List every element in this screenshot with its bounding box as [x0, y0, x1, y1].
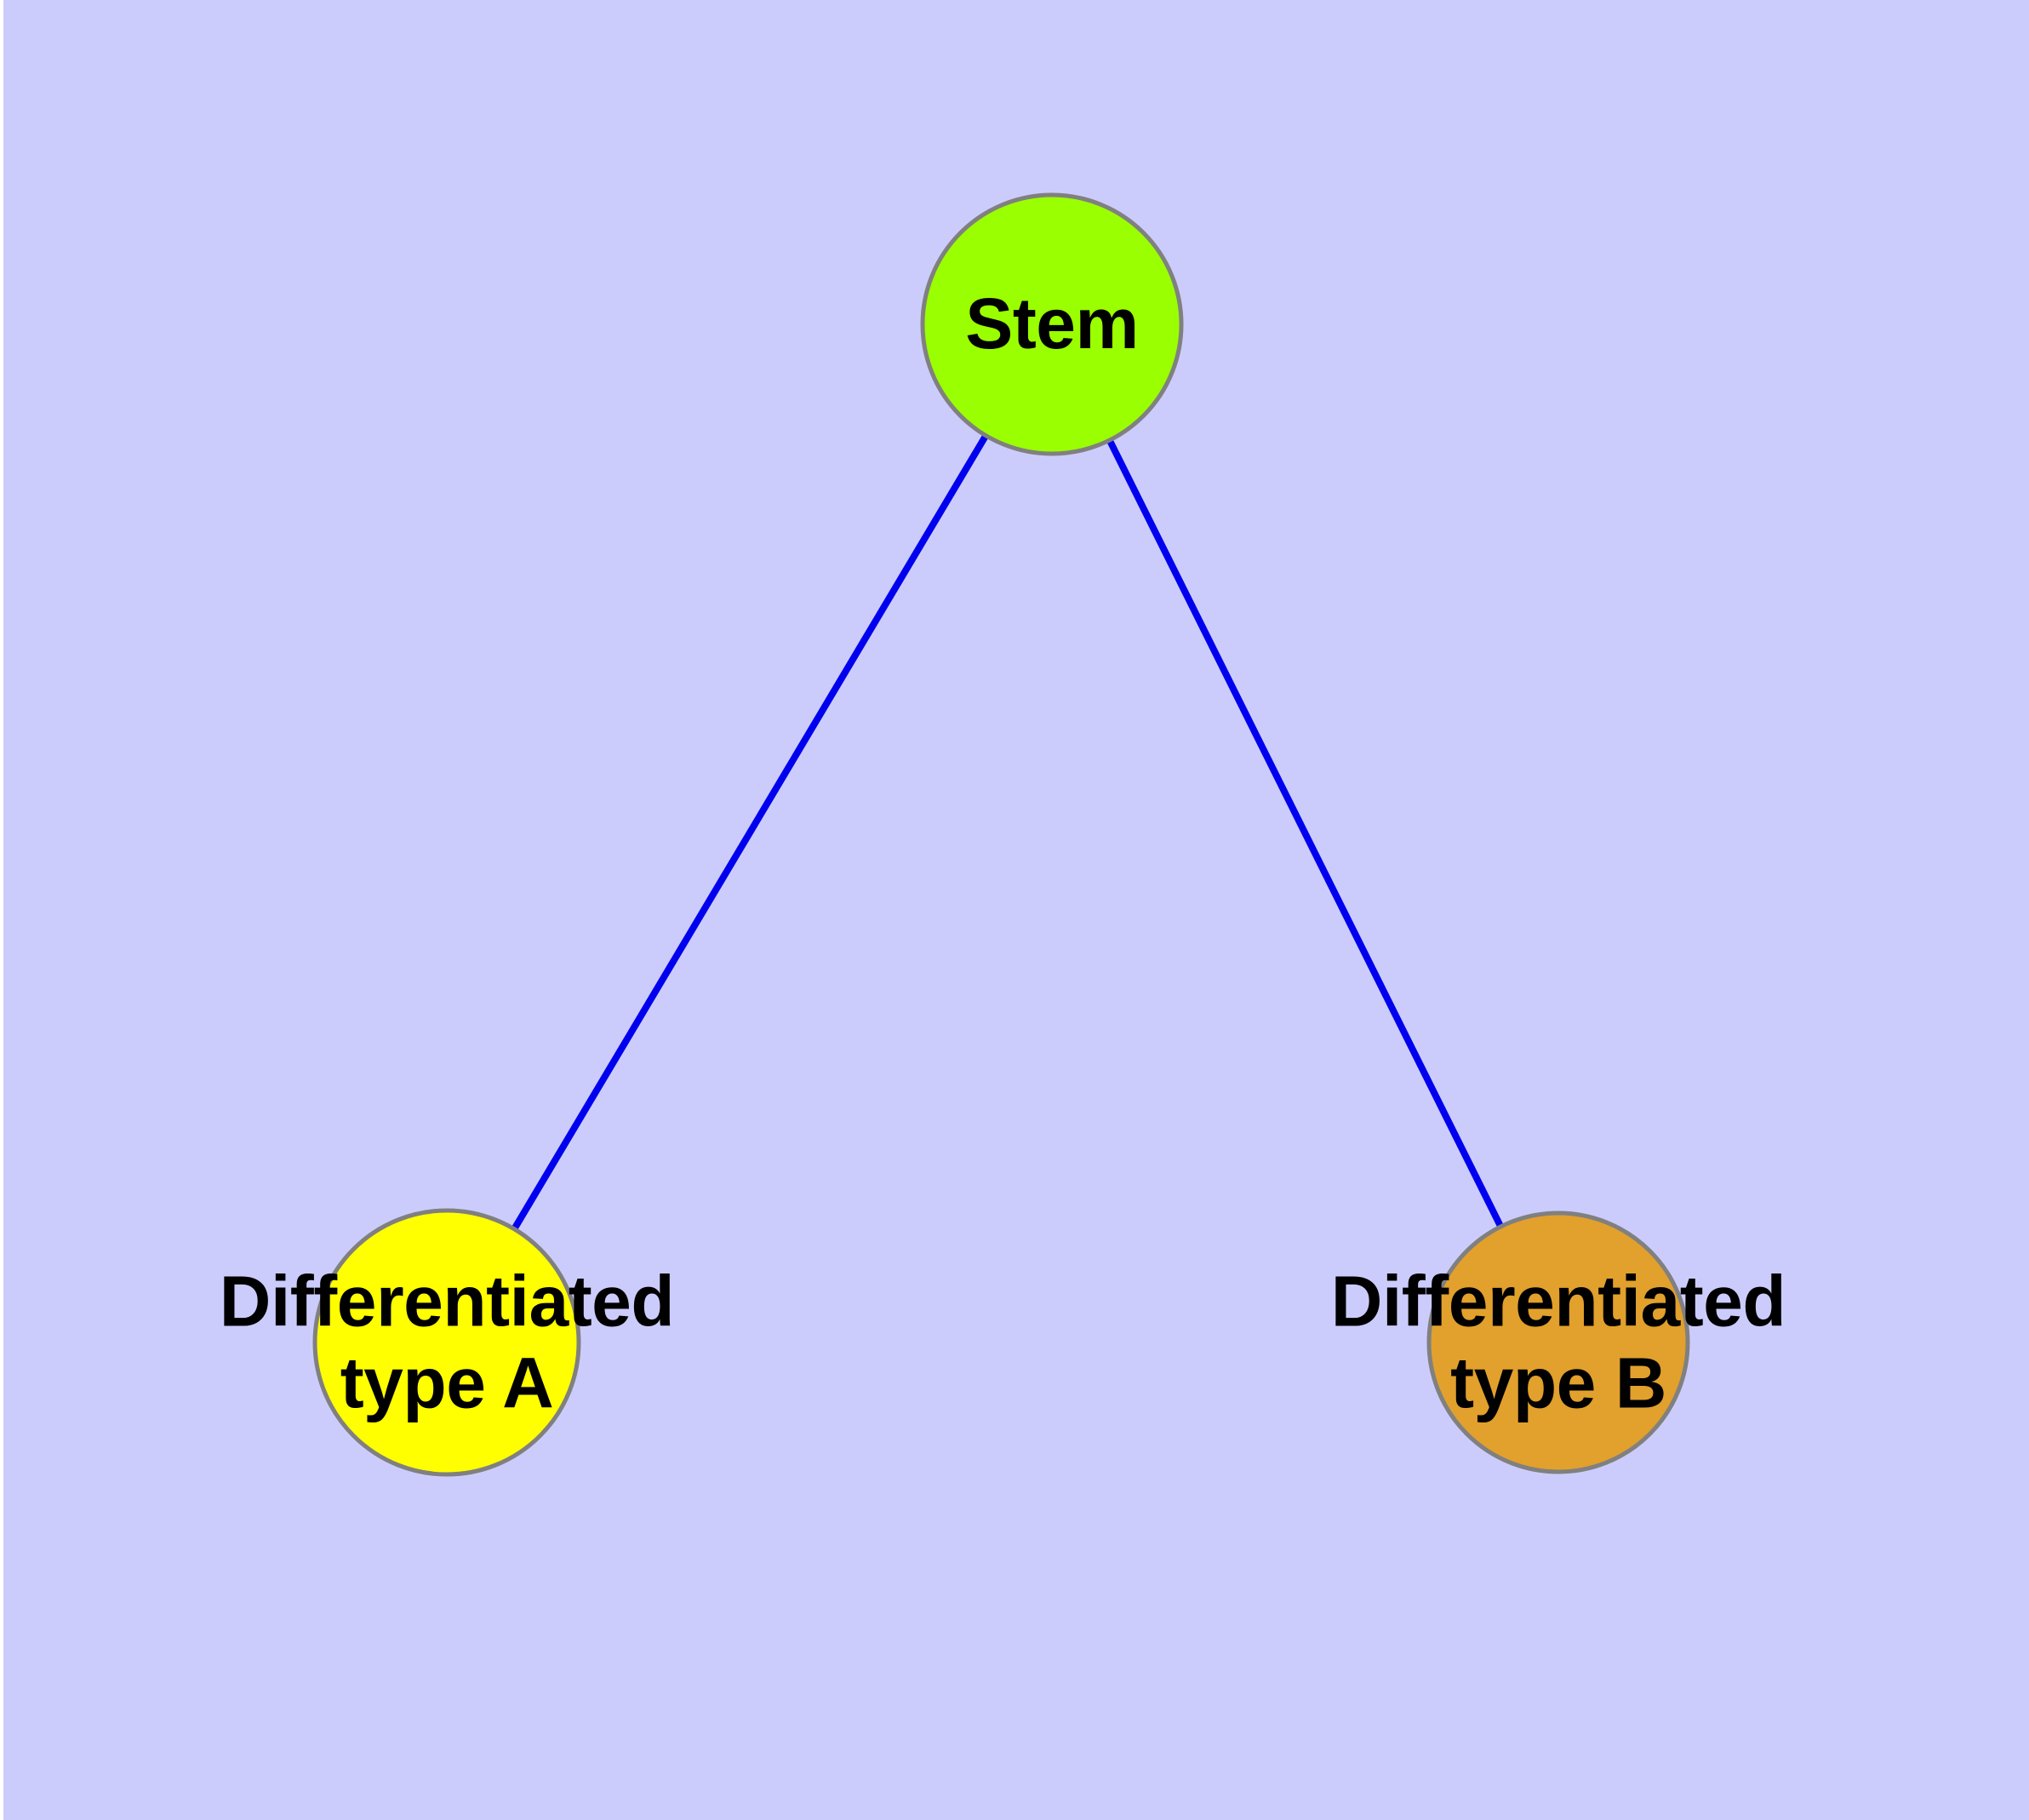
node-stem[interactable] — [920, 192, 1184, 456]
node-diff_a[interactable] — [312, 1208, 581, 1477]
nodes-layer — [312, 192, 1690, 1477]
edges-layer — [512, 434, 1504, 1230]
edge-stem-diff-a — [512, 434, 989, 1230]
edge-stem-diff-b — [1106, 439, 1504, 1228]
node-diff_b[interactable] — [1426, 1210, 1690, 1474]
